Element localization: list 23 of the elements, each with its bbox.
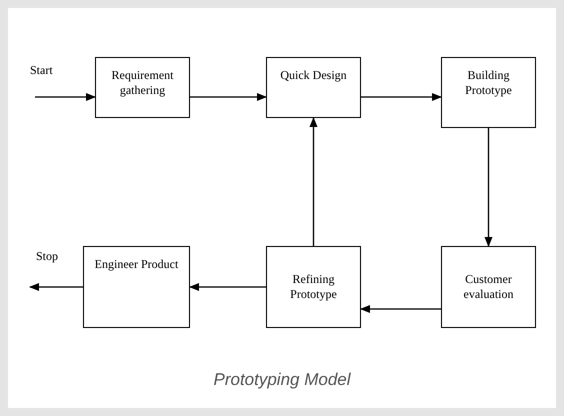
arrow [360, 305, 441, 313]
box-label: Refining Prototype [289, 272, 338, 302]
arrow [361, 93, 442, 101]
process-box [441, 57, 536, 128]
box-label: Engineer Product [94, 257, 178, 272]
process-box [441, 246, 536, 328]
arrow [190, 93, 267, 101]
terminal-label: Stop [36, 248, 76, 264]
process-box [83, 246, 190, 328]
arrow [35, 93, 96, 101]
arrow [310, 117, 318, 246]
arrow [484, 128, 492, 247]
process-box [266, 246, 361, 328]
box-label: Customer evaluation [462, 272, 514, 302]
box-label: Building Prototype [464, 68, 513, 98]
terminal-label: Start [30, 62, 70, 78]
process-box [266, 57, 361, 118]
box-label: Quick Design [280, 68, 347, 83]
arrow [189, 283, 266, 291]
diagram-caption: Prototyping Model [212, 370, 352, 390]
process-box [95, 57, 190, 118]
box-label: Requirement gathering [110, 68, 174, 98]
arrow [29, 283, 83, 291]
